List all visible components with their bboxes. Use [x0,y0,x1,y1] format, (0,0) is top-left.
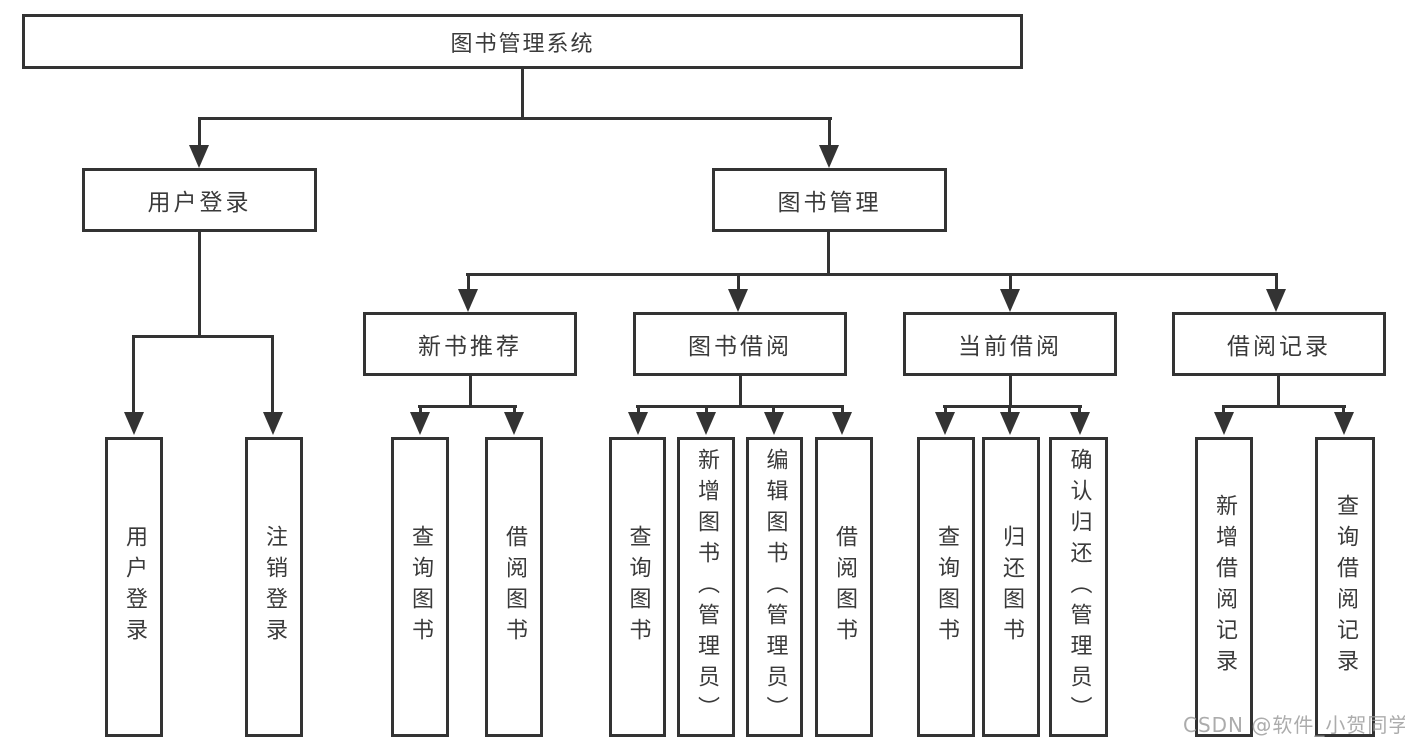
arrow-down-icon [832,412,852,435]
connector-vline [198,117,201,150]
leaf-label: 新增图书（管理员） [694,447,719,727]
leaf-label: 新增借阅记录 [1212,494,1237,680]
connector-vline [469,376,472,408]
arrow-down-icon [819,145,839,168]
arrow-down-icon [1266,289,1286,312]
arrow-down-icon [764,412,784,435]
connector-hline [636,405,844,408]
connector-vline [828,117,831,150]
connector-vline [737,273,740,293]
node-label: 借阅记录 [1227,334,1331,360]
connector-vline [1275,273,1278,293]
leaf-label: 归还图书 [999,525,1024,649]
connector-hline [198,117,832,120]
connector-vline [1222,405,1225,417]
leaf-label: 查询图书 [934,525,959,649]
node-new-book-recommend: 新书推荐 [363,312,577,376]
connector-hline [943,405,1082,408]
node-label: 新书推荐 [418,334,522,360]
connector-vline [521,69,524,119]
leaf-label: 确认归还（管理员） [1066,447,1092,727]
node-user-login: 用户登录 [82,168,317,232]
connector-vline [1342,405,1345,417]
leaf-label: 用户登录 [122,525,147,649]
arrow-down-icon [1070,412,1090,435]
arrow-down-icon [1334,412,1354,435]
node-label: 当前借阅 [958,334,1062,360]
connector-hline [418,405,517,408]
arrow-down-icon [1214,412,1234,435]
leaf-label: 编辑图书（管理员） [762,447,788,727]
leaf-add-book-admin: 新增图书（管理员） [677,437,735,737]
leaf-borrow-books: 借阅图书 [485,437,543,737]
connector-vline [1009,273,1012,293]
watermark: CSDN @软件_小贺同学 [1183,713,1405,737]
connector-vline [637,405,640,417]
leaf-label: 借阅图书 [832,525,857,649]
arrow-down-icon [1000,289,1020,312]
leaf-user-login: 用户登录 [105,437,163,737]
arrow-down-icon [124,412,144,435]
node-book-management: 图书管理 [712,168,947,232]
connector-vline [841,405,844,417]
arrow-down-icon [628,412,648,435]
connector-vline [1008,405,1011,417]
arrow-down-icon [263,412,283,435]
node-current-borrow: 当前借阅 [903,312,1117,376]
node-label: 图书借阅 [688,334,792,360]
node-label: 用户登录 [147,190,252,216]
leaf-borrow-books: 借阅图书 [815,437,873,737]
connector-vline [1009,376,1012,408]
arrow-down-icon [696,412,716,435]
leaf-label: 查询借阅记录 [1333,494,1358,680]
leaf-return-book: 归还图书 [982,437,1040,737]
arrow-down-icon [189,145,209,168]
connector-vline [467,273,470,293]
leaf-add-borrow-record: 新增借阅记录 [1195,437,1253,737]
leaf-label: 查询图书 [408,525,433,649]
leaf-label: 借阅图书 [502,525,527,649]
connector-hline [1222,405,1346,408]
connector-vline [198,232,201,338]
node-label: 图书管理系统 [450,31,595,57]
node-borrow-records: 借阅记录 [1172,312,1386,376]
arrow-down-icon [935,412,955,435]
leaf-label: 查询图书 [625,525,651,649]
leaf-logout-login: 注销登录 [245,437,303,737]
node-book-management-system: 图书管理系统 [22,14,1023,69]
connector-vline [1078,405,1081,417]
connector-hline [466,273,1278,276]
leaf-confirm-return-admin: 确认归还（管理员） [1049,437,1108,737]
connector-vline [419,405,422,417]
leaf-query-books: 查询图书 [609,437,666,737]
leaf-query-books: 查询图书 [917,437,975,737]
connector-vline [739,376,742,408]
connector-vline [513,405,516,417]
connector-vline [705,405,708,417]
connector-vline [944,405,947,417]
connector-vline [1277,376,1280,408]
leaf-edit-book-admin: 编辑图书（管理员） [746,437,803,737]
node-label: 图书管理 [777,190,882,216]
arrow-down-icon [410,412,430,435]
arrow-down-icon [728,289,748,312]
connector-vline [827,232,830,276]
arrow-down-icon [1000,412,1020,435]
connector-hline [132,335,274,338]
node-book-borrow: 图书借阅 [633,312,847,376]
arrow-down-icon [458,289,478,312]
connector-vline [772,405,775,417]
leaf-query-books: 查询图书 [391,437,449,737]
connector-vline [271,335,274,417]
leaf-label: 注销登录 [262,525,287,649]
arrow-down-icon [504,412,524,435]
connector-vline [132,335,135,417]
leaf-query-borrow-record: 查询借阅记录 [1315,437,1375,737]
